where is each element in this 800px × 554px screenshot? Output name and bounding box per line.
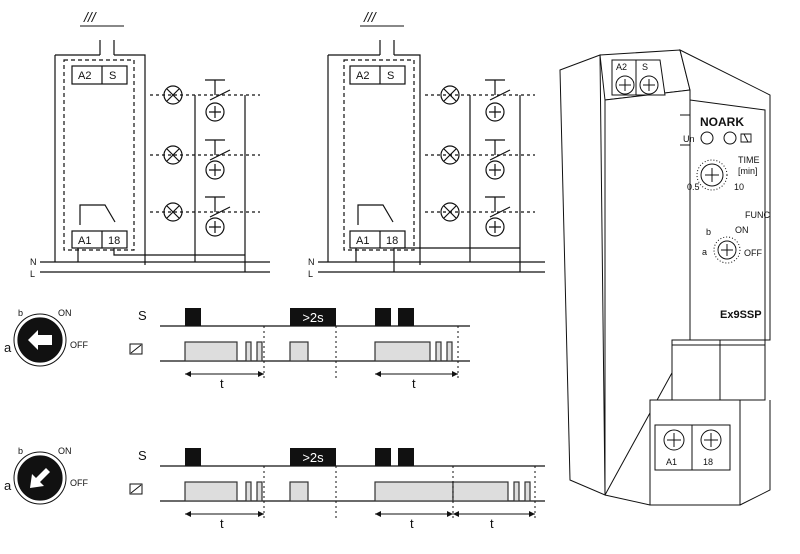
device-terminal-s: S — [642, 62, 648, 72]
selector-pos-b: b — [18, 446, 23, 456]
relay-device-illustration: A2 S NOARK Un TIME [min] 0.5 10 FUNC a b… — [559, 49, 771, 506]
device-terminal-a1: A1 — [666, 457, 677, 467]
lamp-icon — [440, 145, 460, 165]
terminal-a2: A2 — [78, 70, 91, 82]
lamp-icon — [440, 85, 460, 105]
signal-label: S — [138, 448, 147, 463]
func-pos-off: OFF — [744, 248, 762, 258]
terminal-s: S — [387, 70, 394, 82]
push-button-icon — [485, 196, 511, 237]
conductor-marks: /// — [83, 9, 98, 25]
delay-label: t — [412, 376, 416, 391]
function-selector-b: a b ON OFF — [4, 446, 88, 505]
time-min: 0.5 — [687, 182, 700, 192]
delay-label: t — [410, 516, 414, 531]
timing-diagram-2: S >2s t t t — [129, 448, 545, 531]
arrow-left-icon — [28, 330, 52, 350]
device-un-label: Un — [683, 134, 695, 144]
device-brand: NOARK — [700, 115, 744, 129]
line-l: L — [30, 269, 35, 279]
selector-pos-b: b — [18, 308, 23, 318]
delay-label: t — [220, 376, 224, 391]
selector-pos-on: ON — [58, 446, 72, 456]
selector-pos-a: a — [4, 340, 12, 355]
arrow-down-left-icon — [30, 468, 50, 488]
relay-status-icon — [740, 133, 752, 143]
selector-pos-on: ON — [58, 308, 72, 318]
device-terminal-18: 18 — [703, 457, 713, 467]
push-button-icon — [205, 196, 231, 237]
lamp-icon — [163, 145, 183, 165]
selector-pos-off: OFF — [70, 478, 88, 488]
wiring-diagram-right: /// A2 S A1 18 N L — [308, 9, 545, 279]
selector-pos-off: OFF — [70, 340, 88, 350]
line-l: L — [308, 269, 313, 279]
time-label: TIME — [738, 155, 760, 165]
relay-box — [343, 59, 415, 251]
terminal-s: S — [109, 70, 116, 82]
hold-label: >2s — [302, 450, 324, 465]
func-pos-a: a — [702, 247, 707, 257]
line-n: N — [30, 257, 37, 267]
push-button-icon — [205, 79, 231, 122]
wiring-diagram-left: /// A2 S A1 18 N L — [30, 9, 270, 279]
conductor-marks: /// — [363, 9, 378, 25]
delay-label: t — [220, 516, 224, 531]
func-pos-b: b — [706, 227, 711, 237]
relay-box — [63, 59, 135, 251]
push-button-icon — [485, 139, 511, 180]
terminal-a1: A1 — [78, 235, 91, 247]
terminal-18: 18 — [108, 235, 120, 247]
lamp-icon — [163, 85, 183, 105]
delay-label: t — [490, 516, 494, 531]
selector-pos-a: a — [4, 478, 12, 493]
func-label: FUNC — [745, 210, 770, 220]
lamp-icon — [163, 202, 183, 222]
func-pos-on: ON — [735, 225, 749, 235]
time-max: 10 — [734, 182, 744, 192]
timing-diagram-1: S >2s t t — [129, 308, 470, 391]
terminal-a1: A1 — [356, 235, 369, 247]
hold-label: >2s — [302, 310, 324, 325]
time-unit: [min] — [738, 166, 758, 176]
signal-label: S — [138, 308, 147, 323]
device-model: Ex9SSP — [720, 309, 762, 321]
push-button-icon — [205, 139, 231, 180]
function-selector-a: a b ON OFF — [4, 308, 88, 367]
push-button-icon — [485, 79, 511, 122]
terminal-18: 18 — [386, 235, 398, 247]
line-n: N — [308, 257, 315, 267]
lamp-icon — [440, 202, 460, 222]
device-terminal-a2: A2 — [616, 62, 627, 72]
terminal-a2: A2 — [356, 70, 369, 82]
